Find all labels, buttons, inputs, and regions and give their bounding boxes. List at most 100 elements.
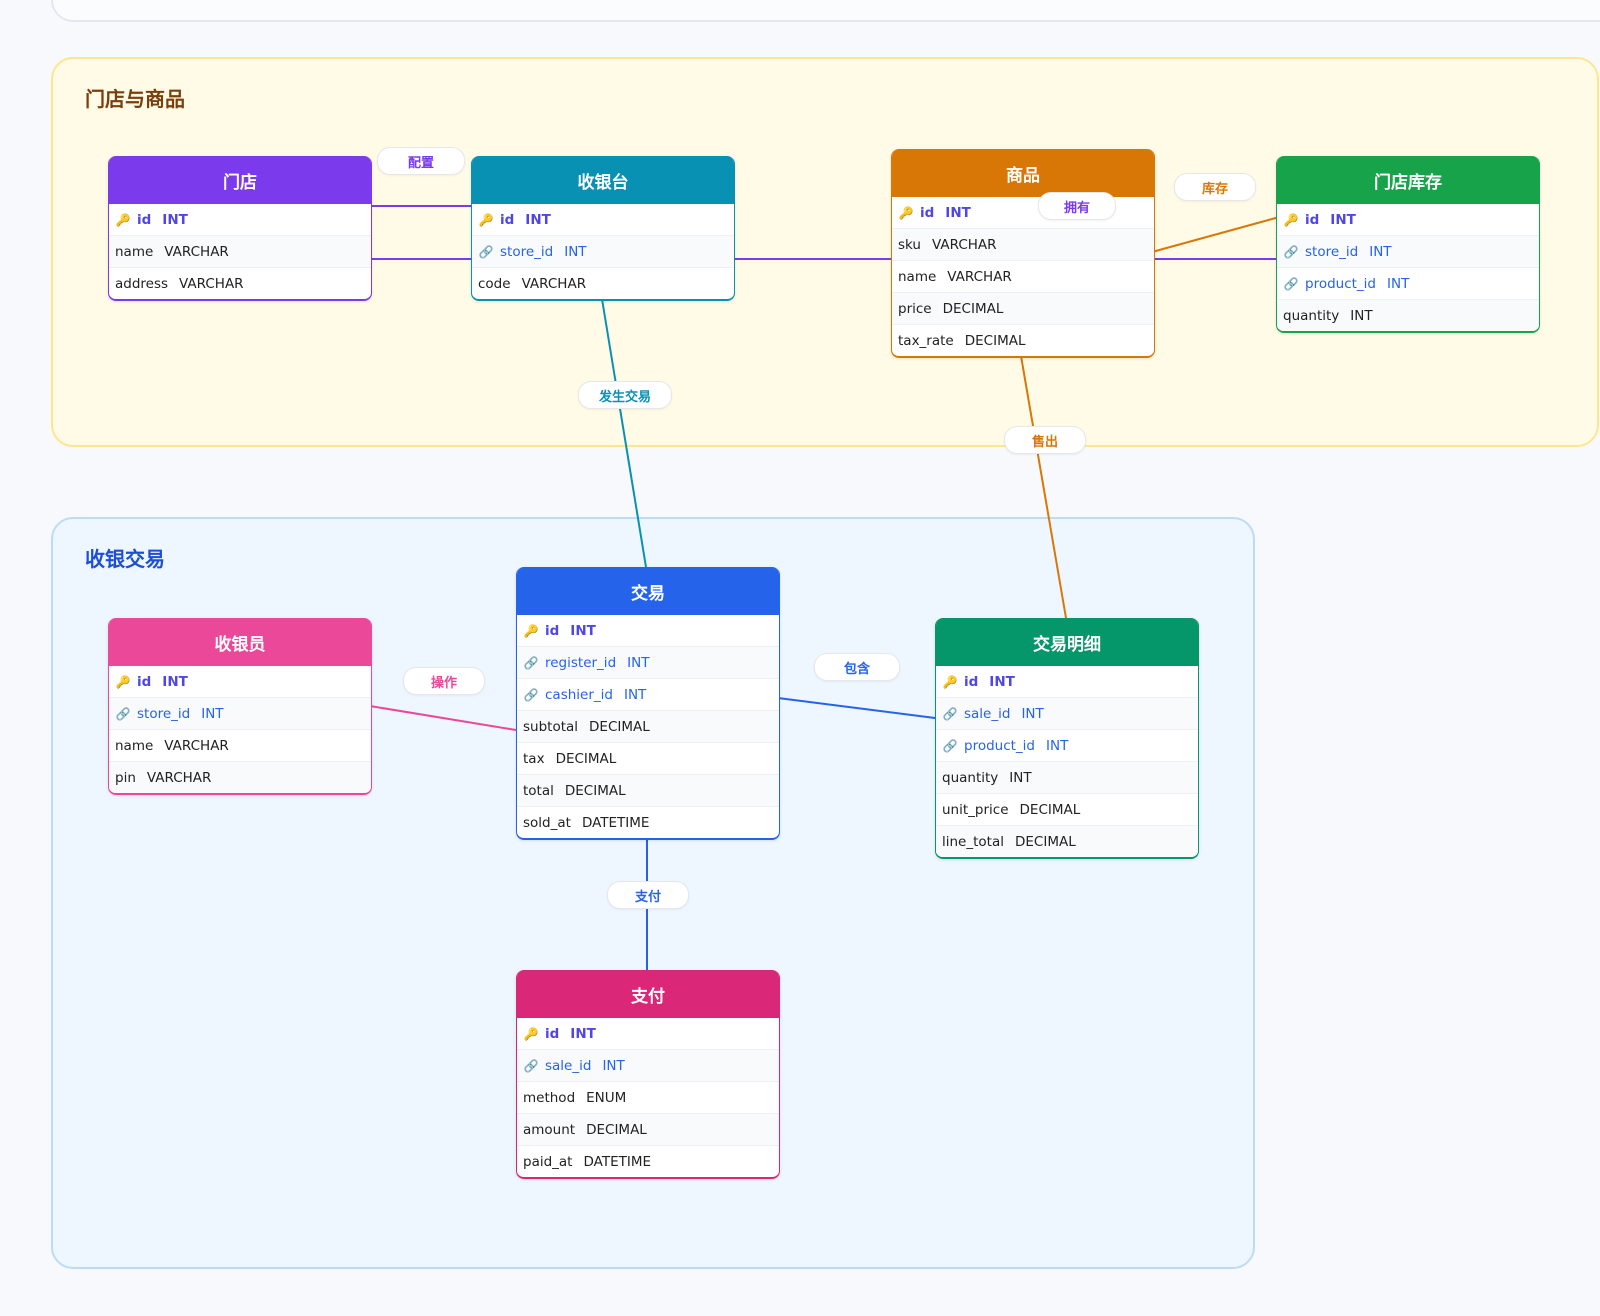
- field-name: register_id: [545, 654, 617, 671]
- field-row: 🔗 sale_id INT: [517, 1050, 779, 1082]
- entity-title: 门店: [109, 156, 371, 204]
- key-icon: 🔑: [478, 212, 494, 227]
- field-name: price: [898, 300, 932, 317]
- field-name: id: [545, 622, 560, 639]
- field-name: unit_price: [942, 801, 1009, 818]
- field-type: VARCHAR: [932, 236, 997, 253]
- link-icon: 🔗: [942, 738, 958, 753]
- field-type: DATETIME: [583, 1153, 652, 1170]
- field-type: INT: [1021, 705, 1044, 722]
- relationship-label-operate[interactable]: 操作: [403, 667, 485, 695]
- field-type: DATETIME: [581, 814, 650, 831]
- field-type: INT: [627, 654, 650, 671]
- field-type: VARCHAR: [179, 275, 244, 292]
- relationship-label-pay[interactable]: 支付: [607, 881, 689, 909]
- field-type: DECIMAL: [1019, 801, 1081, 818]
- entity-title: 支付: [517, 970, 779, 1018]
- link-product-inventory: [1151, 215, 1284, 253]
- field-name: sku: [898, 236, 921, 253]
- entity-title: 收银台: [472, 156, 734, 204]
- field-row: line_total DECIMAL: [936, 826, 1198, 857]
- field-name: id: [500, 211, 515, 228]
- field-name: tax_rate: [898, 332, 954, 349]
- field-type: INT: [989, 673, 1015, 690]
- field-type: INT: [564, 243, 587, 260]
- field-row: 🔑 id INT: [472, 204, 734, 236]
- field-row: paid_at DATETIME: [517, 1146, 779, 1177]
- relationship-label-contain[interactable]: 包含: [814, 653, 900, 681]
- field-name: cashier_id: [545, 686, 613, 703]
- entity-title: 收银员: [109, 618, 371, 666]
- field-type: VARCHAR: [146, 769, 212, 786]
- field-name: name: [115, 737, 154, 754]
- field-type: VARCHAR: [164, 243, 229, 260]
- field-type: VARCHAR: [947, 268, 1012, 285]
- field-row: tax DECIMAL: [517, 743, 779, 775]
- field-type: INT: [525, 211, 551, 228]
- field-type: INT: [570, 622, 596, 639]
- link-product-saleitem: [1020, 355, 1067, 619]
- field-type: INT: [570, 1025, 596, 1042]
- key-icon: 🔑: [942, 674, 958, 689]
- field-name: tax: [523, 750, 545, 767]
- field-name: id: [137, 673, 152, 690]
- field-name: address: [115, 275, 169, 292]
- link-icon: 🔗: [1283, 244, 1299, 259]
- field-type: INT: [602, 1057, 625, 1074]
- field-type: INT: [1350, 307, 1373, 324]
- field-name: line_total: [942, 833, 1004, 850]
- field-type: VARCHAR: [521, 275, 587, 292]
- field-type: DECIMAL: [589, 718, 650, 735]
- entity-title: 商品: [892, 149, 1154, 197]
- field-name: sale_id: [545, 1057, 592, 1074]
- field-type: DECIMAL: [1014, 833, 1076, 850]
- field-name: name: [898, 268, 937, 285]
- entity-title: 门店库存: [1277, 156, 1539, 204]
- field-name: pin: [115, 769, 136, 786]
- field-name: paid_at: [523, 1153, 573, 1170]
- field-name: sold_at: [523, 814, 571, 831]
- link-icon: 🔗: [115, 706, 131, 721]
- field-row: sold_at DATETIME: [517, 807, 779, 838]
- relationship-label-sell[interactable]: 售出: [1004, 426, 1086, 454]
- relationship-label-has[interactable]: 拥有: [1038, 192, 1116, 220]
- field-type: DECIMAL: [555, 750, 617, 767]
- group-title: 门店与商品: [85, 87, 185, 111]
- link-register-sale: [601, 298, 647, 568]
- field-type: ENUM: [586, 1089, 627, 1106]
- link-icon: 🔗: [523, 687, 539, 702]
- field-name: store_id: [500, 243, 554, 260]
- key-icon: 🔑: [115, 212, 131, 227]
- key-icon: 🔑: [1283, 212, 1299, 227]
- group-title: 收银交易: [85, 547, 165, 571]
- relationship-label-stock[interactable]: 库存: [1174, 173, 1256, 201]
- relationship-label-configure[interactable]: 配置: [377, 147, 465, 175]
- field-row: name VARCHAR: [892, 261, 1154, 293]
- relationship-label-transact[interactable]: 发生交易: [578, 381, 672, 409]
- link-icon: 🔗: [523, 1058, 539, 1073]
